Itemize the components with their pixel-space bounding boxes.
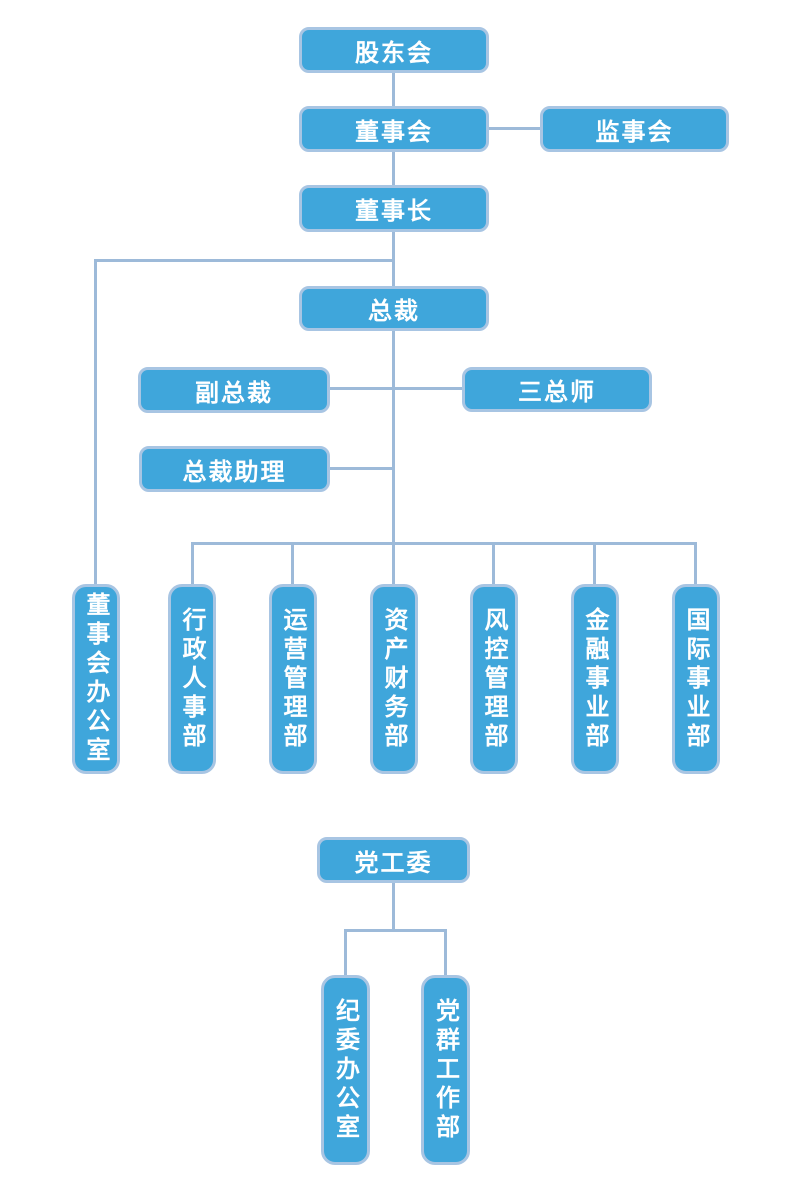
node-party-committee-label: 党工委 — [354, 848, 433, 877]
node-shareholders-label: 股东会 — [355, 38, 433, 67]
node-risk-control-label: 风控管理部 — [480, 606, 508, 752]
connector-drop-admin-hr — [191, 542, 194, 586]
node-board: 董事会 — [299, 106, 489, 152]
node-vice-president-label: 副总裁 — [195, 378, 273, 407]
connector-drop-finance-business — [593, 542, 596, 586]
node-three-chiefs-label: 三总师 — [518, 378, 596, 406]
node-chairman: 董事长 — [299, 185, 489, 232]
node-board-label: 董事会 — [355, 117, 433, 146]
node-asset-finance: 资产财务部 — [370, 584, 418, 774]
node-admin-hr: 行政人事部 — [168, 584, 216, 774]
node-shareholders: 股东会 — [299, 27, 489, 73]
node-party-mass-work: 党群工作部 — [421, 975, 470, 1165]
connector-president-down — [392, 329, 395, 586]
node-supervisory-label: 监事会 — [595, 117, 674, 146]
node-operations: 运营管理部 — [269, 584, 317, 774]
node-vice-president: 副总裁 — [138, 367, 330, 413]
node-international-business: 国际事业部 — [672, 584, 720, 774]
connector-departments-bus — [191, 542, 697, 545]
node-three-chiefs: 三总师 — [462, 367, 652, 412]
connector-board-chairman — [392, 150, 395, 188]
node-board-office-label: 董事会办公室 — [82, 592, 110, 766]
connector-branch-left — [94, 259, 394, 262]
node-admin-hr-label: 行政人事部 — [178, 606, 206, 752]
node-international-business-label: 国际事业部 — [682, 606, 710, 752]
node-risk-control: 风控管理部 — [470, 584, 518, 774]
node-president-assistant-label: 总裁助理 — [182, 457, 287, 486]
connector-shareholders-board — [392, 71, 395, 108]
connector-left-board-office — [94, 259, 97, 586]
connector-drop-risk-control — [492, 542, 495, 586]
node-operations-label: 运营管理部 — [279, 606, 307, 752]
node-president-label: 总裁 — [368, 297, 420, 325]
node-president-assistant: 总裁助理 — [139, 446, 330, 492]
node-finance-business-label: 金融事业部 — [581, 606, 609, 752]
connector-assistant-center — [330, 467, 394, 470]
connector-vp-threechiefs — [330, 387, 462, 390]
node-discipline-office-label: 纪委办公室 — [331, 997, 360, 1143]
node-president: 总裁 — [299, 286, 489, 331]
connector-drop-operations — [291, 542, 294, 586]
node-board-office: 董事会办公室 — [72, 584, 120, 774]
node-supervisory: 监事会 — [540, 106, 729, 152]
connector-party-bus — [344, 929, 447, 932]
node-asset-finance-label: 资产财务部 — [380, 606, 408, 752]
node-chairman-label: 董事长 — [355, 197, 433, 225]
connector-drop-party-mass-work — [444, 929, 447, 977]
connector-party-down — [392, 881, 395, 931]
connector-drop-discipline-office — [344, 929, 347, 977]
node-party-committee: 党工委 — [317, 837, 470, 883]
connector-drop-international — [694, 542, 697, 586]
node-party-mass-work-label: 党群工作部 — [431, 997, 460, 1143]
connector-board-supervisory — [488, 127, 542, 130]
node-finance-business: 金融事业部 — [571, 584, 619, 774]
node-discipline-office: 纪委办公室 — [321, 975, 370, 1165]
